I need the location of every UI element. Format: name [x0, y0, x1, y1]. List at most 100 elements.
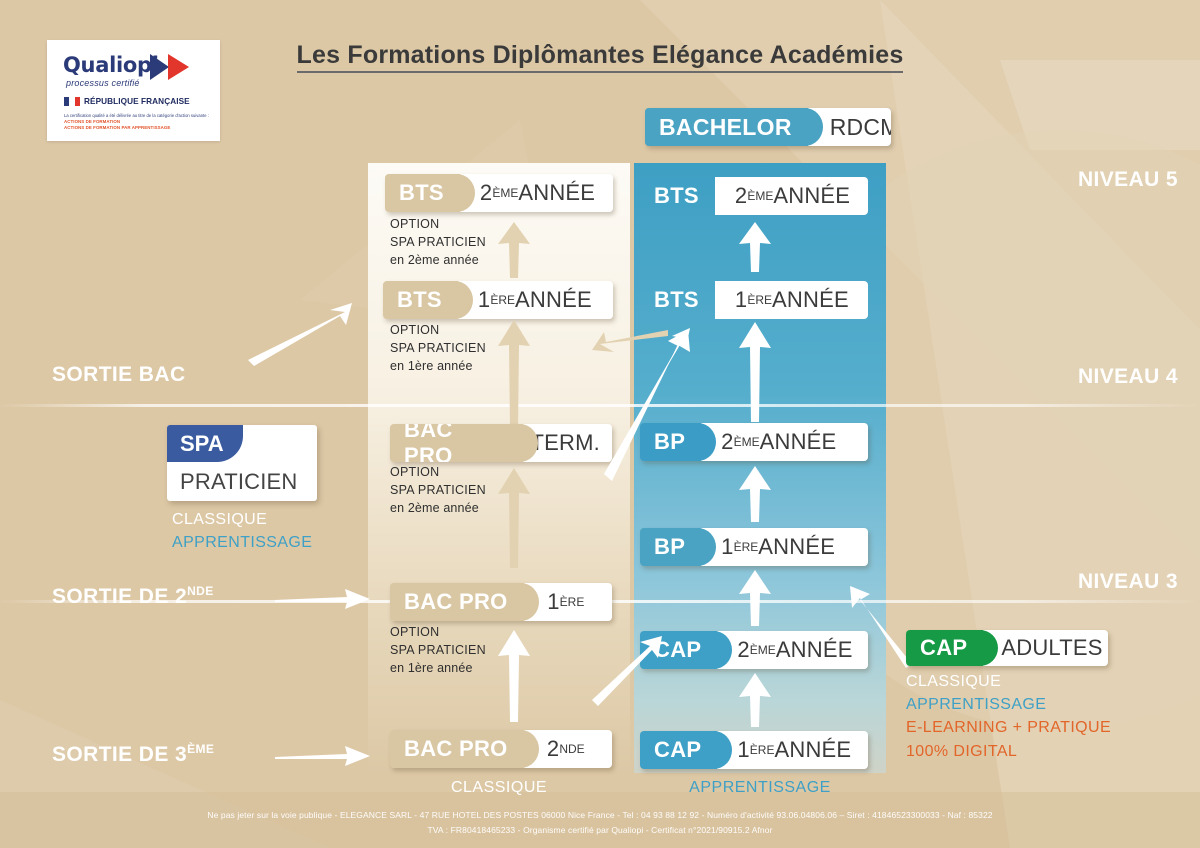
value-tail: ANNÉE [773, 183, 851, 208]
exit-label-text: SORTIE BAC [52, 363, 186, 386]
right-badge-cap-1ere-tag: CAP [640, 731, 733, 769]
option-line-1: OPTION [390, 625, 440, 639]
cap-adultes-modes: CLASSIQUE APPRENTISSAGE E-LEARNING + PRA… [906, 670, 1111, 763]
exit-arrow-2nde [275, 588, 371, 610]
exit-label-sortie-2nde: SORTIE DE 2NDE [52, 585, 214, 609]
fine-print-line-3: ACTIONS DE FORMATION PAR APPRENTISSAGE [64, 124, 171, 130]
value-num: 1 [477, 287, 491, 312]
exit-label-text: SORTIE DE 2 [52, 585, 188, 608]
value-num: 1 [547, 589, 560, 614]
spa-praticien-modes: CLASSIQUE APPRENTISSAGE [172, 508, 312, 554]
spa-praticien-tag: SPA [167, 425, 243, 462]
left-arrow-bacpro2-to-bacpro1 [497, 630, 531, 722]
left-arrow-bts1-to-bts2 [497, 222, 531, 278]
value-num: 1 [737, 737, 750, 762]
qualiopi-logo: Qualiopi processus certifié RÉPUBLIQUE F… [47, 40, 220, 141]
right-arrow-cap1-to-cap2 [738, 673, 772, 727]
value-tail: ANNÉE [772, 287, 849, 312]
left-badge-bacpro-2nde-tag: BAC PRO [390, 730, 539, 768]
value-tail: ANNÉE [774, 737, 852, 762]
exit-label-text: SORTIE DE 3 [52, 743, 188, 766]
option-line-1: OPTION [390, 465, 440, 479]
value-num: 2 [734, 183, 748, 208]
value-num: 2 [479, 180, 493, 205]
right-arrow-bts1-to-bts2 [738, 222, 772, 272]
qualiopi-fine-print: La certification qualité a été délivrée … [64, 113, 214, 131]
level-label-niveau-5: NIVEAU 5 [1077, 168, 1178, 191]
exit-label-sortie-3eme: SORTIE DE 3ÈME [52, 743, 214, 767]
footer-line-2: TVA : FR80418465233 - Organisme certifié… [427, 825, 773, 836]
bachelor-badge[interactable]: BACHELOR RDCM [645, 108, 891, 146]
fine-print-line-2: ACTIONS DE FORMATION [64, 118, 121, 124]
page-title-text: Les Formations Diplômantes Elégance Acad… [296, 41, 904, 73]
level-label-niveau-3: NIVEAU 3 [1077, 570, 1178, 593]
french-flag-icon [64, 97, 80, 106]
column-footer-apprentissage: APPRENTISSAGE [689, 779, 831, 796]
option-line-3: en 1ère année [390, 358, 473, 373]
republique-francaise-label: RÉPUBLIQUE FRANÇAISE [84, 97, 190, 106]
option-line-3: en 1ère année [390, 660, 473, 675]
option-line-2: SPA PRATICIEN [390, 482, 486, 497]
cap-mode-classique: CLASSIQUE [906, 673, 1002, 690]
left-option-bacpro-term: OPTION SPA PRATICIEN en 2ème année [390, 464, 486, 517]
left-badge-bts-1ere-tag: BTS [383, 281, 473, 319]
right-arrow-bp1-to-bp2 [738, 466, 772, 522]
right-badge-bp-1ere-tag: BP [640, 528, 717, 566]
spa-mode-classique: CLASSIQUE [172, 511, 268, 528]
qualiopi-arrows-icon [149, 53, 191, 86]
right-badge-bts-1ere-tag: BTS [654, 287, 699, 312]
right-badge-bp-2eme-tag: BP [640, 423, 717, 461]
value-tail: ANNÉE [759, 429, 837, 454]
column-footer-classique: CLASSIQUE [450, 779, 548, 796]
value-tail: ANNÉE [758, 534, 836, 559]
fine-print-line-1: La certification qualité a été délivrée … [64, 113, 209, 118]
value-num: TERM. [530, 430, 600, 455]
right-arrow-cap2-to-bp1 [738, 570, 772, 626]
exit-label-sup: NDE [187, 584, 214, 598]
left-option-bacpro-1ere: OPTION SPA PRATICIEN en 1ère année [390, 624, 486, 677]
spa-mode-apprentissage: APPRENTISSAGE [172, 534, 313, 552]
bachelor-tag: BACHELOR [645, 108, 823, 146]
cap-adultes-value: ADULTES [983, 630, 1108, 666]
footer-line-1: Ne pas jeter sur la voie publique - ELEG… [207, 810, 993, 821]
left-badge-bts-2eme-tag: BTS [385, 174, 475, 212]
bachelor-value: RDCM [807, 108, 891, 146]
page-title: Les Formations Diplômantes Elégance Acad… [0, 41, 1200, 73]
value-num: 2 [737, 637, 750, 662]
value-tail: ANNÉE [518, 180, 596, 205]
option-line-1: OPTION [390, 217, 440, 231]
left-badge-bacpro-term-tag: BAC PRO [390, 424, 538, 462]
value-tail: ANNÉE [515, 287, 592, 312]
left-badge-bacpro-term[interactable]: BAC PRO TERM. [390, 424, 612, 462]
option-line-3: en 2ème année [390, 500, 479, 515]
value-num: 2 [721, 429, 734, 454]
cap-adultes-badge[interactable]: CAP ADULTES [906, 630, 1108, 666]
exit-label-sup: ÈME [187, 742, 215, 756]
cap-adultes-tag: CAP [906, 630, 999, 666]
value-num: 2 [546, 736, 560, 761]
qualiopi-wordmark: Qualiopi [63, 53, 159, 77]
level-separator-niveau4 [0, 404, 1200, 407]
qualiopi-subtitle: processus certifié [66, 78, 140, 88]
spa-praticien-card[interactable]: SPA PRATICIEN [167, 425, 317, 501]
cap-mode-elearning: E-LEARNING + PRATIQUE [906, 719, 1112, 737]
option-line-2: SPA PRATICIEN [390, 642, 486, 657]
